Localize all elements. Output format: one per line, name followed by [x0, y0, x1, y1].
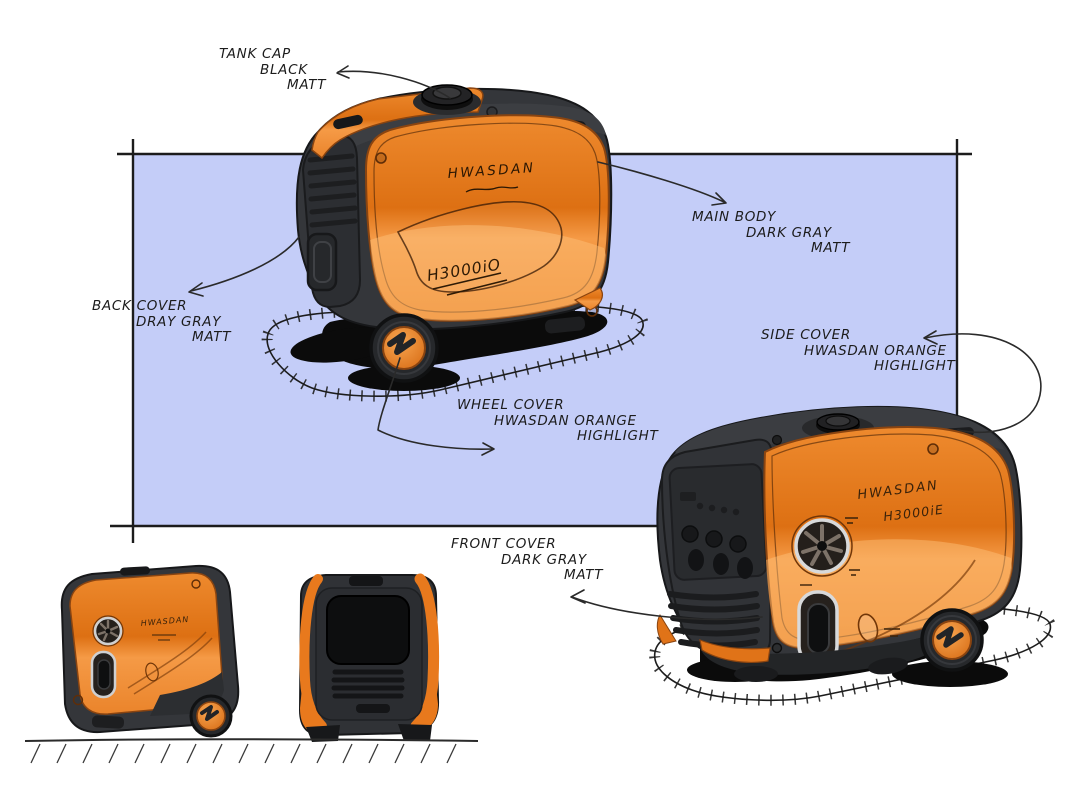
frontal-orange-corner-right	[406, 686, 438, 733]
leader-lines	[188, 65, 1042, 621]
frontal-foot-right	[398, 724, 432, 741]
foot-front-right	[868, 657, 908, 675]
panel-scribbles	[800, 517, 900, 637]
back-cover-panel	[301, 134, 362, 309]
ground-hatching	[30, 743, 457, 764]
annotation-line: BLACK	[260, 61, 308, 78]
leader-wheel-cover	[377, 357, 495, 456]
annotation-line: HWASDAN ORANGE	[494, 412, 637, 429]
annotation-line: HIGHLIGHT	[874, 358, 956, 374]
annotation-line: TANK CAP	[219, 46, 291, 62]
annotation-line: WHEEL COVER	[457, 397, 565, 413]
control-switch	[680, 492, 696, 501]
annotation-main-body: MAIN BODY DARK GRAY MATT	[692, 209, 851, 257]
side-view-detail-oval	[145, 662, 159, 682]
annotation-line: BACK COVER	[92, 298, 188, 314]
front-top-surface	[675, 406, 1005, 466]
side-view-crease	[127, 631, 213, 695]
frontal-top-notch	[349, 576, 383, 586]
main-panel-inner-line	[373, 122, 601, 313]
annotation-line: HWASDAN ORANGE	[804, 342, 947, 359]
side-view-screw-b	[191, 579, 201, 589]
annotation-front-cover: FRONT COVER DARK GRAY MATT	[451, 536, 604, 584]
frontal-vent-slats	[331, 669, 405, 699]
side-view-fan	[92, 615, 124, 647]
frontal-dark-panel	[326, 595, 410, 665]
model-text-front: H3000iE	[883, 502, 945, 524]
generator-side-view: HWASDAN	[60, 564, 240, 738]
leader-main-body	[597, 161, 727, 206]
main-body-orange-panel	[364, 114, 610, 322]
annotation-side-cover: SIDE COVER HWASDAN ORANGE HIGHLIGHT	[761, 327, 956, 375]
screw-rear-top	[375, 152, 387, 164]
side-view-top-slot	[120, 566, 150, 576]
annotation-line: FRONT COVER	[451, 536, 557, 552]
main-panel-highlight	[370, 225, 606, 321]
wheel-zigzag-hub	[936, 626, 964, 648]
brand-scribble-rear	[465, 186, 519, 193]
frontal-orange-corner-left	[300, 688, 332, 736]
frontal-orange-rail-left	[299, 574, 327, 731]
model-underline-swoosh	[432, 272, 508, 296]
wheel-rear-view	[369, 313, 439, 383]
annotation-line: DRAY GRAY	[136, 313, 222, 330]
annotation-tank-cap: TANK CAP BLACK MATT	[219, 46, 327, 94]
side-view-handle	[90, 650, 117, 699]
brand-text-rear: HWASDAN	[447, 160, 536, 182]
screw-front-top	[927, 443, 939, 455]
annotation-line: HIGHLIGHT	[577, 428, 659, 444]
fuel-window-detail	[857, 613, 879, 643]
leader-side-cover	[923, 330, 1042, 434]
generator-front-view: HWASDAN H3000iE	[649, 405, 1056, 706]
annotation-back-cover: BACK COVER DRAY GRAY MATT	[92, 298, 232, 346]
outlet-sockets	[688, 549, 753, 579]
annotation-line: MATT	[287, 77, 327, 93]
back-cover-vents	[307, 153, 358, 228]
annotation-line: MAIN BODY	[692, 209, 777, 225]
side-view-wheel	[189, 694, 233, 738]
annotation-line: MATT	[192, 329, 232, 345]
ground-line	[24, 738, 479, 742]
orange-corner-front	[656, 614, 677, 645]
frontal-foot-left	[306, 725, 340, 742]
brand-text-side-view: HWASDAN	[140, 615, 189, 628]
side-view-screw-a	[72, 694, 84, 706]
leader-back-cover	[188, 236, 300, 297]
rear-foot	[544, 316, 586, 334]
side-cover-inner-line	[771, 433, 1007, 641]
annotation-wheel-cover: WHEEL COVER HWASDAN ORANGE HIGHLIGHT	[457, 397, 659, 445]
wheel-zigzag-hub	[387, 332, 416, 355]
annotation-line: MATT	[811, 240, 851, 256]
top-button-dot	[771, 434, 783, 446]
front-cover-panel	[660, 438, 774, 660]
side-cover-crease	[839, 559, 976, 653]
generator-rear-view: HWASDAN H3000iO	[261, 84, 649, 402]
leader-front-cover	[570, 589, 763, 621]
control-knobs	[681, 525, 747, 553]
screw-front-bottom	[771, 642, 783, 654]
tank-cap	[413, 84, 481, 115]
side-view-scribble	[152, 634, 176, 641]
frontal-bottom-slot	[356, 704, 390, 713]
handle-slot	[797, 590, 839, 666]
annotation-line: SIDE COVER	[761, 327, 851, 343]
frontal-orange-rail-right	[410, 573, 440, 732]
top-grip-slot-left	[333, 114, 363, 130]
side-view-foot	[91, 715, 125, 729]
foot-front-left	[734, 666, 778, 682]
orange-corner-accent	[573, 287, 603, 311]
annotation-line: DARK GRAY	[746, 224, 832, 241]
annotation-line: DARK GRAY	[501, 551, 587, 568]
annotation-line: MATT	[564, 567, 604, 583]
fan-emblem	[791, 515, 853, 577]
orange-bottom-trim	[699, 639, 771, 663]
model-badge-outline	[396, 200, 563, 293]
leader-tank-cap	[336, 65, 451, 99]
control-indicator-dots	[696, 502, 740, 516]
generator-frontal-view	[298, 573, 440, 742]
wheel-front-view	[920, 608, 984, 672]
